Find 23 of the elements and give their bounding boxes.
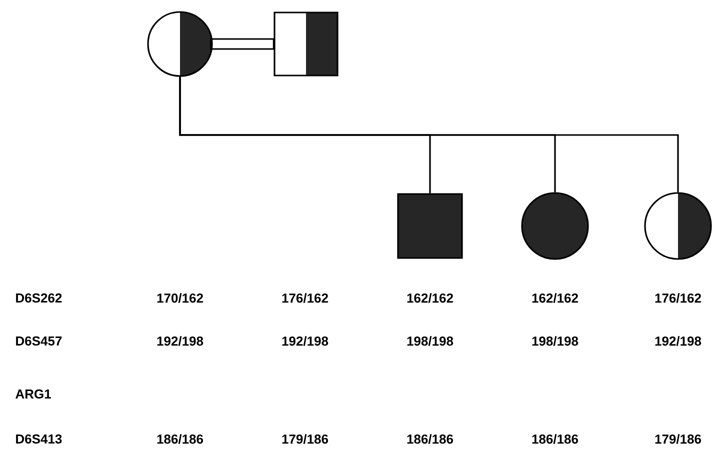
genotype: 192/198 (655, 336, 702, 346)
genotype: 186/186 (532, 434, 578, 444)
genotype: 198/198 (407, 336, 454, 346)
genotype: 192/198 (282, 336, 328, 346)
descent-line (179, 76, 679, 192)
marker-name: ARG1 (16, 389, 51, 399)
female-symbol (644, 192, 712, 260)
genotype: 186/186 (157, 434, 204, 444)
genotype: 186/186 (407, 434, 454, 444)
marker-name: D6S413 (16, 434, 62, 444)
genotype: 198/198 (532, 336, 578, 346)
female-symbol (521, 192, 589, 260)
genotype: 179/186 (655, 434, 702, 444)
marker-name: D6S262 (16, 293, 62, 303)
genotype: 192/198 (157, 336, 204, 346)
genotype: 176/162 (282, 293, 328, 303)
marker-name: D6S457 (16, 336, 62, 346)
genotype: 179/186 (282, 434, 328, 444)
male-symbol (274, 12, 338, 76)
marriage-line (210, 38, 274, 50)
male-symbol (397, 193, 463, 259)
female-symbol (147, 11, 213, 77)
genotype: 170/162 (157, 293, 203, 303)
